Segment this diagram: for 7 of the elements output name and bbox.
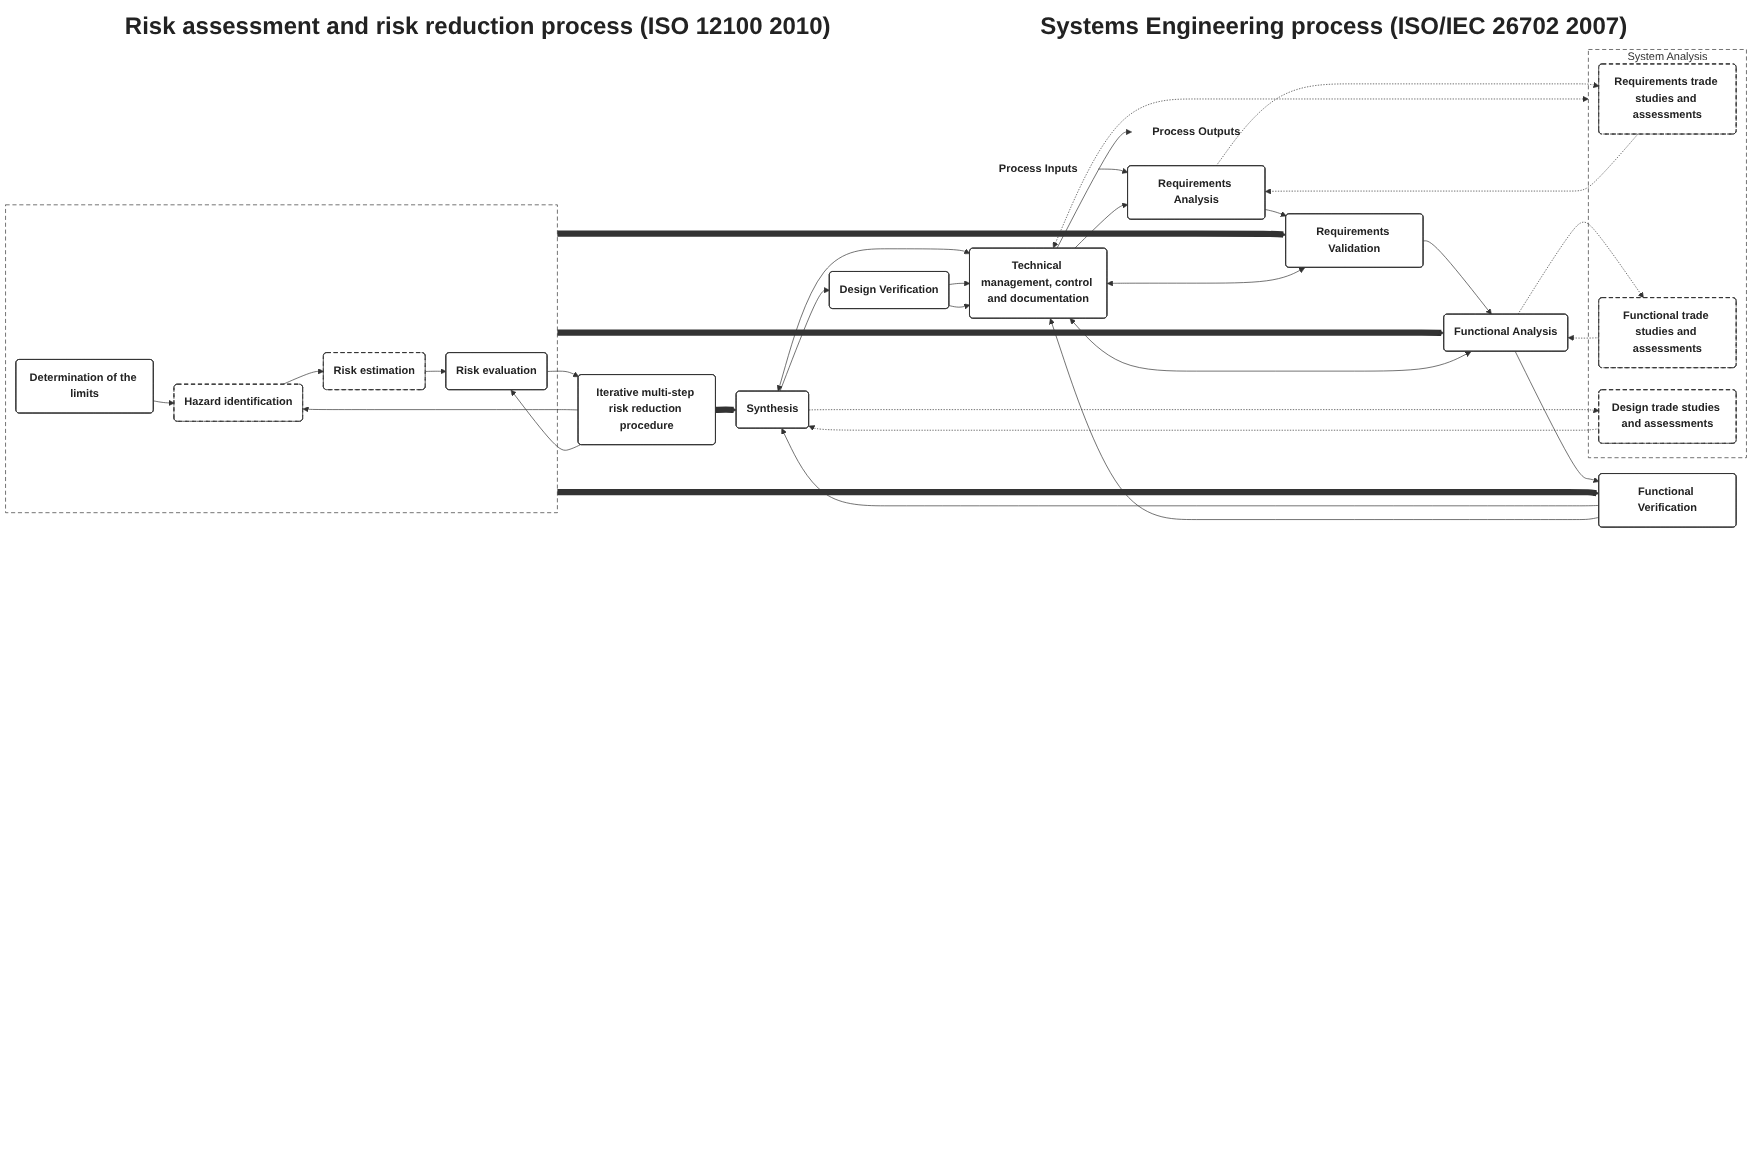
arrow [556,230,1287,238]
arrow [556,329,1445,336]
section-heading: Systems Engineering process (ISO/IEC 26702 2007) [1040,12,1628,40]
arrow [556,489,1600,497]
section-heading: Risk assessment and risk reduction process (ISO 12100 2010) [124,12,831,40]
arrow [714,406,737,414]
cluster [5,204,558,514]
